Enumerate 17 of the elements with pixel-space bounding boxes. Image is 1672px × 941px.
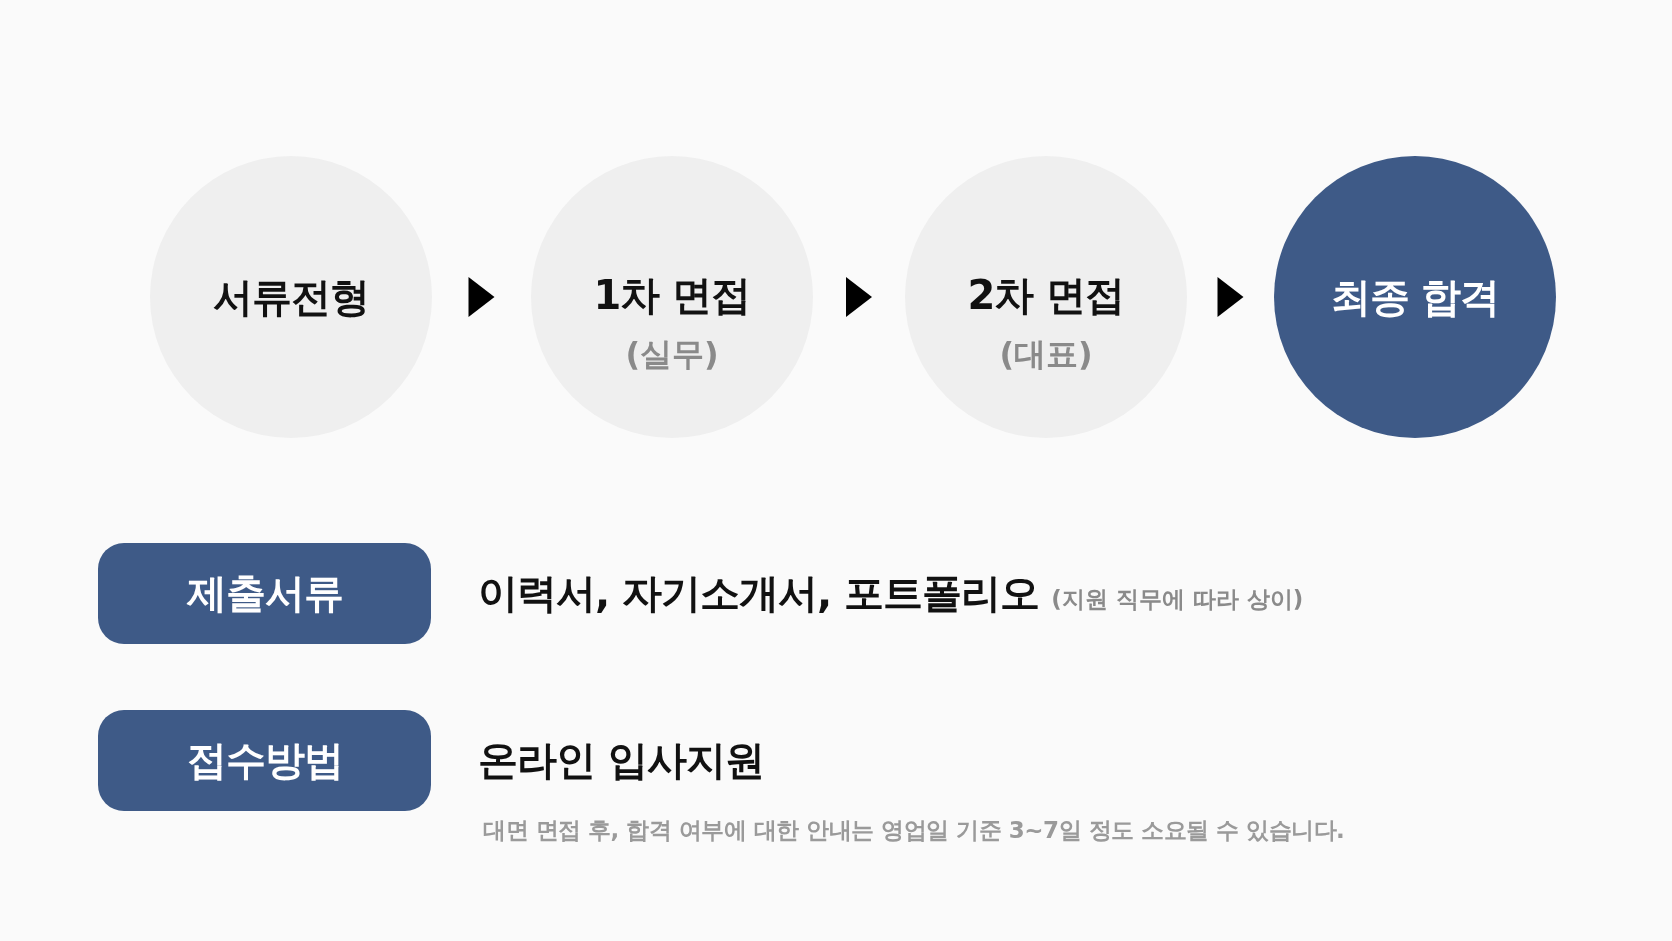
arrow xyxy=(468,277,495,317)
category-text: 접수방법 xyxy=(186,736,343,785)
detail-text: 온라인 입사지원 xyxy=(478,736,764,785)
arrow xyxy=(1217,277,1244,317)
step-title: 1차 면접 xyxy=(593,270,751,320)
detail-text: 이력서, 자기소개서, 포트폴리오 xyxy=(478,569,1040,618)
step-title: 서류전형 xyxy=(213,272,369,322)
note-text: 대면 면접 후, 합격 여부에 대한 안내는 영업일 기준 3~7일 정도 소요될 수 있습니다. xyxy=(483,816,1345,845)
detail-note: (지원 직무에 따라 상이) xyxy=(1051,585,1304,614)
step-subtitle: (대표) xyxy=(999,333,1093,375)
arrow xyxy=(846,277,872,317)
step-title: 2차 면접 xyxy=(967,270,1125,320)
category-label xyxy=(98,543,431,644)
step-subtitle: (실무) xyxy=(625,333,719,375)
category-text: 제출서류 xyxy=(186,569,343,618)
step-title: 최종 합격 xyxy=(1330,272,1500,322)
category-label xyxy=(98,710,431,811)
